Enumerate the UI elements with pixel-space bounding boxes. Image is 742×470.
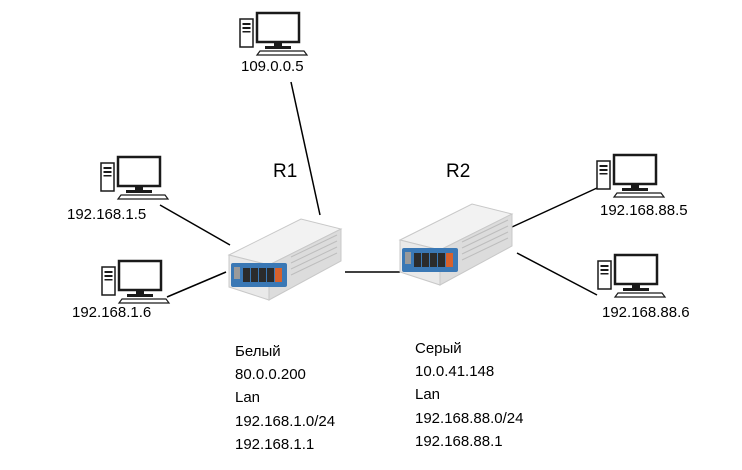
pc-h2-icon	[100, 259, 171, 305]
router-r1-icon	[228, 218, 342, 301]
pc-h1-icon	[99, 155, 170, 201]
router-r2-info: Серый 10.0.41.148 Lan 192.168.88.0/24 19…	[415, 337, 523, 453]
router-r1-info: Белый 80.0.0.200 Lan 192.168.1.0/24 192.…	[235, 340, 335, 456]
host-label-h4: 192.168.88.6	[602, 304, 690, 321]
router-r2-icon	[399, 203, 513, 286]
link-r2-h3	[511, 187, 598, 228]
pc-h4-icon	[596, 253, 667, 299]
link-h1-r1	[159, 204, 231, 246]
host-label-h1: 192.168.1.5	[67, 206, 147, 223]
r1-color: Белый	[235, 343, 281, 360]
host-label-wan: 109.0.0.5	[241, 58, 304, 75]
r2-color: Серый	[415, 340, 462, 357]
r1-lan-gateway: 192.168.1.1	[235, 435, 315, 453]
r1-lan-heading: Lan	[235, 389, 261, 407]
router-r2-name: R2	[446, 161, 471, 182]
r2-lan-heading: Lan	[415, 386, 441, 404]
r2-lan-subnet: 192.168.88.0/24	[415, 409, 524, 427]
host-label-h3: 192.168.88.5	[600, 202, 688, 219]
r1-lan-subnet: 192.168.1.0/24	[235, 412, 336, 430]
link-r2-h4	[516, 252, 598, 296]
host-label-h2: 192.168.1.6	[72, 304, 152, 321]
r1-wan-ip: 80.0.0.200	[235, 366, 306, 384]
pc-h3-icon	[595, 153, 666, 199]
r2-lan-gateway: 192.168.88.1	[415, 432, 503, 450]
r2-wan-ip: 10.0.41.148	[415, 363, 495, 381]
link-h2-r1	[166, 271, 227, 298]
link-wan-r1	[290, 81, 321, 216]
router-r1-name: R1	[273, 161, 298, 182]
pc-wan-icon	[238, 11, 309, 57]
